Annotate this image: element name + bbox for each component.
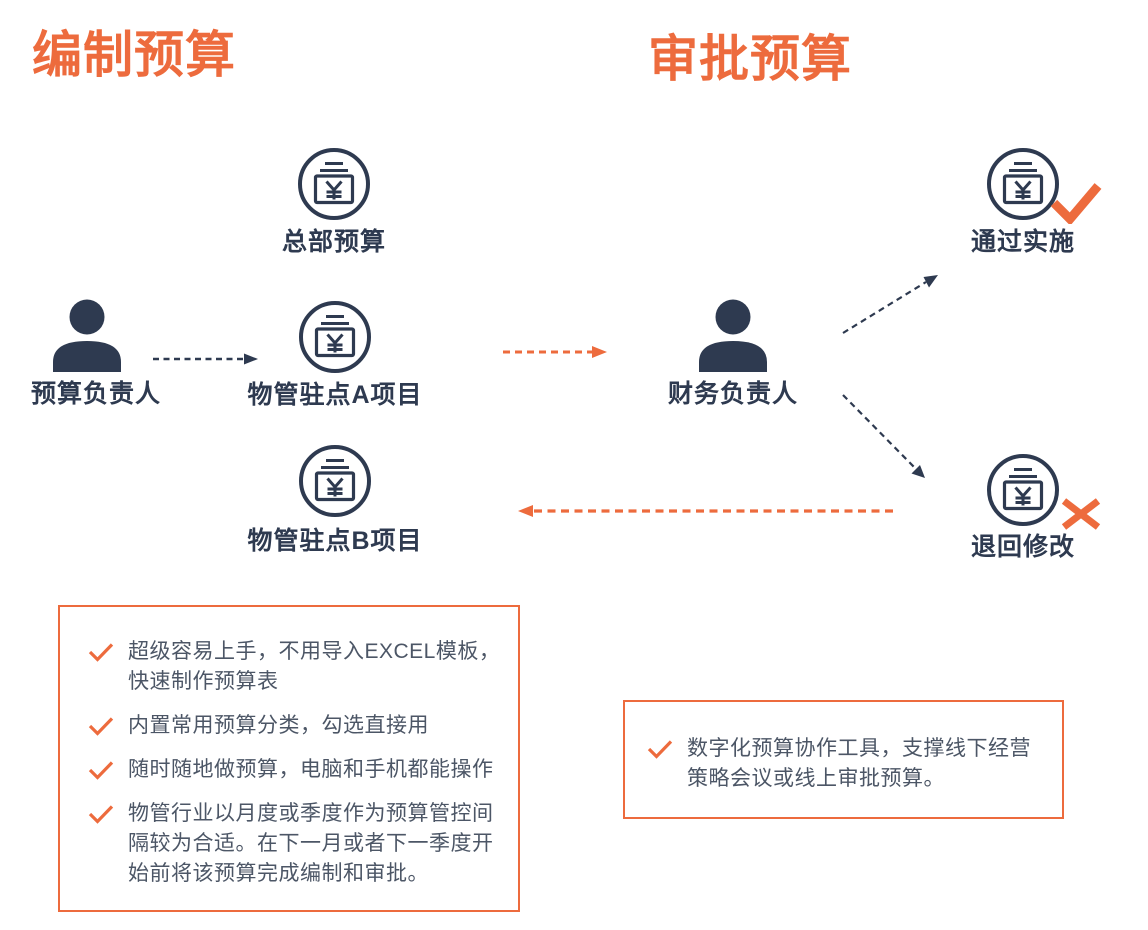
note-text: 内置常用预算分类，勾选直接用 bbox=[128, 714, 429, 737]
check-icon bbox=[88, 760, 114, 780]
note-text: 数字化预算协作工具，支撑线下经营策略会议或线上审批预算。 bbox=[687, 737, 1031, 790]
finance-owner-label: 财务负责人 bbox=[667, 380, 798, 408]
site-a-budget-icon bbox=[297, 299, 373, 375]
approve-budget-title: 审批预算 bbox=[648, 31, 852, 87]
pass-label: 通过实施 bbox=[970, 228, 1075, 256]
budget-owner-person-icon bbox=[47, 296, 127, 374]
list-item: 物管行业以月度或季度作为预算管控间隔较为合适。在下一月或者下一季度开始前将该预算… bbox=[88, 799, 510, 889]
arrow-submit-to-finance bbox=[503, 346, 607, 358]
note-text: 物管行业以月度或季度作为预算管控间隔较为合适。在下一月或者下一季度开始前将该预算… bbox=[128, 802, 494, 885]
reject-label: 退回修改 bbox=[970, 533, 1075, 561]
reject-x-icon bbox=[1061, 498, 1101, 530]
prepare-budget-title: 编制预算 bbox=[32, 27, 236, 83]
list-item: 内置常用预算分类，勾选直接用 bbox=[88, 711, 510, 741]
list-item: 超级容易上手，不用导入EXCEL模板，快速制作预算表 bbox=[88, 637, 510, 697]
prepare-notes-box: 超级容易上手，不用导入EXCEL模板，快速制作预算表 内置常用预算分类，勾选直接… bbox=[58, 605, 520, 912]
approve-notes-list: 数字化预算协作工具，支撑线下经营策略会议或线上审批预算。 bbox=[647, 734, 1044, 794]
arrow-finance-to-pass bbox=[842, 275, 938, 334]
check-icon bbox=[88, 716, 114, 736]
site-a-budget-label: 物管驻点A项目 bbox=[247, 381, 423, 409]
note-text: 随时随地做预算，电脑和手机都能操作 bbox=[128, 758, 494, 781]
arrow-finance-to-reject bbox=[842, 394, 925, 478]
pass-check-icon bbox=[1049, 182, 1103, 224]
note-text: 超级容易上手，不用导入EXCEL模板，快速制作预算表 bbox=[128, 640, 501, 693]
check-icon bbox=[88, 804, 114, 824]
list-item: 随时随地做预算，电脑和手机都能操作 bbox=[88, 755, 510, 785]
hq-budget-label: 总部预算 bbox=[281, 228, 386, 256]
pass-budget-icon bbox=[985, 146, 1061, 222]
reject-budget-icon bbox=[985, 452, 1061, 528]
site-b-budget-label: 物管驻点B项目 bbox=[247, 527, 423, 555]
budget-owner-label: 预算负责人 bbox=[30, 380, 161, 408]
prepare-notes-list: 超级容易上手，不用导入EXCEL模板，快速制作预算表 内置常用预算分类，勾选直接… bbox=[88, 637, 510, 889]
site-b-budget-icon bbox=[297, 443, 373, 519]
hq-budget-icon bbox=[296, 146, 372, 222]
finance-owner-person-icon bbox=[693, 296, 773, 374]
approve-notes-box: 数字化预算协作工具，支撑线下经营策略会议或线上审批预算。 bbox=[623, 700, 1064, 819]
list-item: 数字化预算协作工具，支撑线下经营策略会议或线上审批预算。 bbox=[647, 734, 1044, 794]
check-icon bbox=[647, 739, 673, 759]
arrow-reject-return bbox=[518, 505, 893, 517]
arrow-owner-to-site-a bbox=[153, 353, 258, 365]
check-icon bbox=[88, 642, 114, 662]
